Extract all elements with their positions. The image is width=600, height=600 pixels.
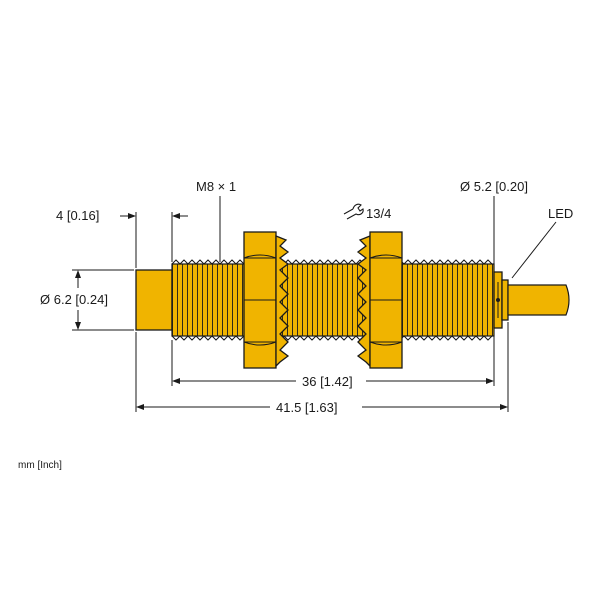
cable-diameter-label: Ø 5.2 [0.20] [460, 179, 528, 194]
lock-nut-right [369, 231, 403, 369]
threaded-body [171, 259, 495, 341]
sensing-face [135, 269, 173, 331]
end-cap [493, 271, 509, 329]
dimension-cable-diameter: Ø 5.2 [0.20] [460, 179, 528, 268]
thread-label: M8 × 1 [196, 179, 236, 194]
dimension-tip-length: 4 [0.16] [56, 208, 188, 268]
total-length-label: 41.5 [1.63] [276, 400, 337, 415]
dimension-led: LED [511, 206, 573, 279]
led-indicator [496, 298, 500, 302]
led-label: LED [548, 206, 573, 221]
lock-nut-left [243, 231, 277, 369]
wrench-icon [343, 203, 364, 220]
cable [507, 284, 570, 316]
tip-diameter-label: Ø 6.2 [0.24] [40, 292, 108, 307]
dimension-total-length: 41.5 [1.63] [135, 322, 509, 415]
dimension-wrench: 13/4 [343, 203, 391, 221]
dimension-tip-diameter: Ø 6.2 [0.24] [40, 269, 134, 331]
toothed-washer-left [275, 235, 290, 368]
dimension-thread: M8 × 1 [196, 179, 236, 262]
units-label: mm [Inch] [18, 460, 62, 471]
toothed-washer-right [356, 235, 371, 368]
wrench-label: 13/4 [366, 206, 391, 221]
dimension-thread-length: 36 [1.42] [171, 330, 495, 389]
tip-length-label: 4 [0.16] [56, 208, 99, 223]
thread-length-label: 36 [1.42] [302, 374, 353, 389]
